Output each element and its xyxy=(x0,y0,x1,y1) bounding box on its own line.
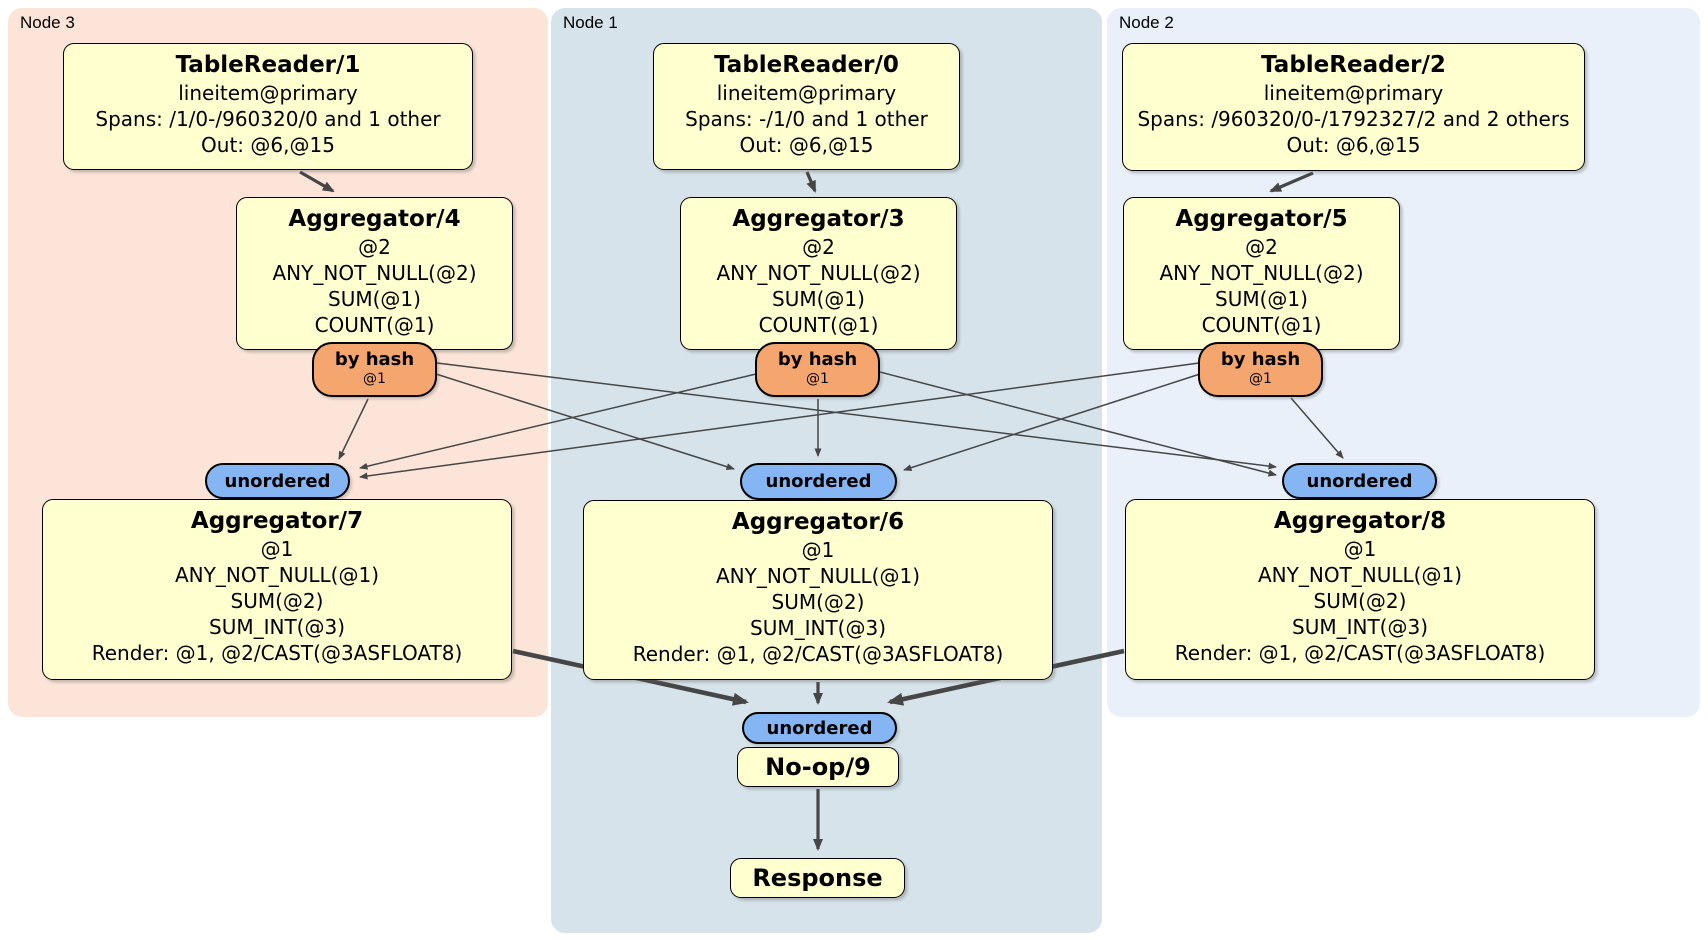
router-label: by hash xyxy=(1220,349,1301,370)
plan-node-title: TableReader/0 xyxy=(714,52,899,78)
plan-node-title: Aggregator/6 xyxy=(731,509,905,535)
plan-node-title: Aggregator/5 xyxy=(1175,206,1348,232)
plan-node-detail: SUM(@2) xyxy=(771,590,865,614)
plan-node-tablereader-2: TableReader/2 lineitem@primary Spans: /9… xyxy=(1122,43,1585,171)
plan-node-detail: ANY_NOT_NULL(@2) xyxy=(716,261,921,285)
plan-node-detail: @1 xyxy=(801,538,835,562)
plan-node-aggregator-6: Aggregator/6 @1 ANY_NOT_NULL(@1) SUM(@2)… xyxy=(583,500,1053,680)
plan-node-detail: SUM(@1) xyxy=(1215,287,1308,311)
router-key: @1 xyxy=(363,371,386,387)
plan-node-detail: SUM(@2) xyxy=(230,589,324,613)
plan-node-detail: ANY_NOT_NULL(@1) xyxy=(175,563,379,587)
plan-node-detail: Render: @1, @2/CAST(@3ASFLOAT8) xyxy=(91,641,463,665)
sync-label: unordered xyxy=(766,717,873,739)
plan-node-detail: Render: @1, @2/CAST(@3ASFLOAT8) xyxy=(1174,641,1546,665)
plan-node-response: Response xyxy=(730,858,905,898)
plan-node-detail: SUM(@1) xyxy=(772,287,865,311)
plan-node-detail: SUM_INT(@3) xyxy=(209,615,345,639)
sync-unordered-final: unordered xyxy=(742,712,897,744)
plan-node-detail: Spans: /960320/0-/1792327/2 and 2 others xyxy=(1137,107,1570,131)
router-key: @1 xyxy=(806,371,829,387)
router-by-hash-4: by hash @1 xyxy=(312,342,437,397)
plan-node-detail: @1 xyxy=(260,537,294,561)
region-node2-label: Node 2 xyxy=(1119,13,1174,32)
region-node1-label: Node 1 xyxy=(563,13,618,32)
plan-node-title: Aggregator/7 xyxy=(190,508,364,534)
plan-node-detail: @1 xyxy=(1343,537,1377,561)
sync-unordered-left: unordered xyxy=(205,463,350,499)
plan-node-detail: Out: @6,@15 xyxy=(201,133,335,157)
plan-node-detail: lineitem@primary xyxy=(178,81,358,105)
plan-node-detail: SUM(@1) xyxy=(328,287,421,311)
plan-node-detail: lineitem@primary xyxy=(1263,81,1444,105)
plan-node-detail: SUM(@2) xyxy=(1313,589,1407,613)
plan-node-title: Aggregator/4 xyxy=(288,206,461,232)
plan-node-detail: lineitem@primary xyxy=(716,81,897,105)
plan-node-detail: ANY_NOT_NULL(@2) xyxy=(1159,261,1364,285)
plan-node-title: No-op/9 xyxy=(765,753,871,781)
plan-node-tablereader-1: TableReader/1 lineitem@primary Spans: /1… xyxy=(63,43,473,170)
sync-label: unordered xyxy=(765,471,872,492)
sync-label: unordered xyxy=(224,470,331,492)
plan-node-title: Response xyxy=(752,864,883,892)
sync-unordered-center: unordered xyxy=(740,463,897,500)
plan-node-detail: COUNT(@1) xyxy=(314,313,435,337)
sync-label: unordered xyxy=(1306,470,1413,492)
plan-node-detail: @2 xyxy=(802,235,835,259)
router-label: by hash xyxy=(334,349,415,370)
plan-node-detail: COUNT(@1) xyxy=(758,313,879,337)
plan-node-aggregator-8: Aggregator/8 @1 ANY_NOT_NULL(@1) SUM(@2)… xyxy=(1125,499,1595,680)
router-label: by hash xyxy=(777,349,858,370)
plan-node-detail: COUNT(@1) xyxy=(1201,313,1322,337)
plan-node-detail: @2 xyxy=(1245,235,1278,259)
plan-node-noop-9: No-op/9 xyxy=(737,747,899,787)
plan-node-detail: @2 xyxy=(358,235,391,259)
plan-node-detail: Render: @1, @2/CAST(@3ASFLOAT8) xyxy=(632,642,1004,666)
plan-node-detail: ANY_NOT_NULL(@1) xyxy=(716,564,920,588)
plan-node-detail: Spans: /1/0-/960320/0 and 1 other xyxy=(95,107,441,131)
router-key: @1 xyxy=(1249,371,1272,387)
plan-node-aggregator-4: Aggregator/4 @2 ANY_NOT_NULL(@2) SUM(@1)… xyxy=(236,197,513,350)
router-by-hash-5: by hash @1 xyxy=(1198,342,1323,397)
plan-node-aggregator-3: Aggregator/3 @2 ANY_NOT_NULL(@2) SUM(@1)… xyxy=(680,197,957,350)
sync-unordered-right: unordered xyxy=(1282,463,1437,499)
plan-node-detail: Spans: -/1/0 and 1 other xyxy=(685,107,928,131)
plan-node-tablereader-0: TableReader/0 lineitem@primary Spans: -/… xyxy=(653,43,960,170)
plan-node-detail: SUM_INT(@3) xyxy=(750,616,886,640)
plan-node-title: TableReader/1 xyxy=(175,52,361,78)
plan-node-aggregator-5: Aggregator/5 @2 ANY_NOT_NULL(@2) SUM(@1)… xyxy=(1123,197,1400,350)
plan-node-aggregator-7: Aggregator/7 @1 ANY_NOT_NULL(@1) SUM(@2)… xyxy=(42,499,512,680)
plan-node-detail: ANY_NOT_NULL(@2) xyxy=(272,261,477,285)
router-by-hash-3: by hash @1 xyxy=(755,342,880,397)
plan-node-detail: SUM_INT(@3) xyxy=(1292,615,1428,639)
plan-node-detail: Out: @6,@15 xyxy=(739,133,874,157)
plan-node-title: Aggregator/3 xyxy=(732,206,905,232)
plan-node-detail: Out: @6,@15 xyxy=(1286,133,1421,157)
plan-node-title: Aggregator/8 xyxy=(1273,508,1447,534)
plan-node-detail: ANY_NOT_NULL(@1) xyxy=(1258,563,1462,587)
plan-node-title: TableReader/2 xyxy=(1261,52,1446,78)
region-node3-label: Node 3 xyxy=(20,13,75,32)
